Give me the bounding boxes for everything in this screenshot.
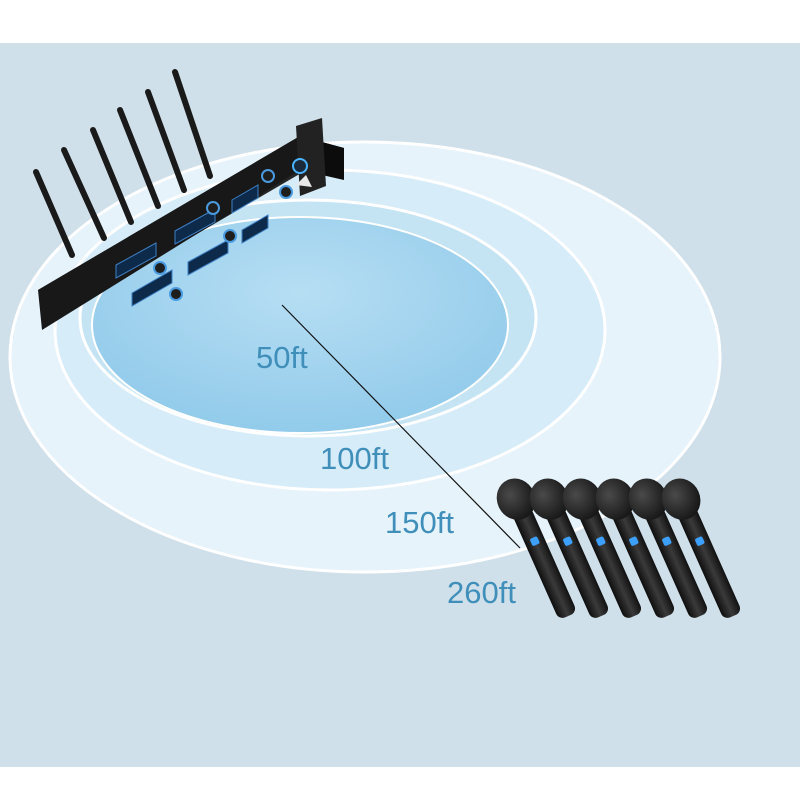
channel-display [231,184,259,214]
knob-icon [153,261,167,275]
range-line [281,304,521,549]
handheld-microphone [661,478,741,618]
antenna [145,89,187,193]
range-label-150: 150ft [385,505,454,540]
range-label-260: 260ft [447,575,516,610]
logo-triangle-icon [296,175,312,187]
channel-display [131,269,173,307]
channel-display [115,242,157,279]
knob-icon [169,287,183,301]
wireless-receiver [38,118,344,330]
antenna [90,127,134,225]
handheld-microphone [496,478,576,618]
range-label-100: 100ft [320,441,389,476]
handheld-microphone [595,478,675,618]
handheld-microphone [628,478,708,618]
antenna [172,69,213,179]
antenna [33,169,75,258]
channel-displays [115,184,269,307]
volume-knobs [153,169,293,301]
knob-icon [279,185,293,199]
antenna [61,147,107,241]
receiver-front-panel [38,136,300,330]
microphone-set [496,478,741,618]
antenna [117,107,161,209]
range-label-50: 50ft [256,340,308,375]
handheld-microphone [562,478,642,618]
knob-icon [206,201,220,215]
channel-display [187,239,229,276]
channel-display [174,208,216,245]
knob-icon [261,169,275,183]
channel-display [241,214,269,244]
handheld-microphone [529,478,609,618]
knob-icon [223,229,237,243]
power-button-icon [292,158,308,174]
antenna-group [33,69,213,258]
